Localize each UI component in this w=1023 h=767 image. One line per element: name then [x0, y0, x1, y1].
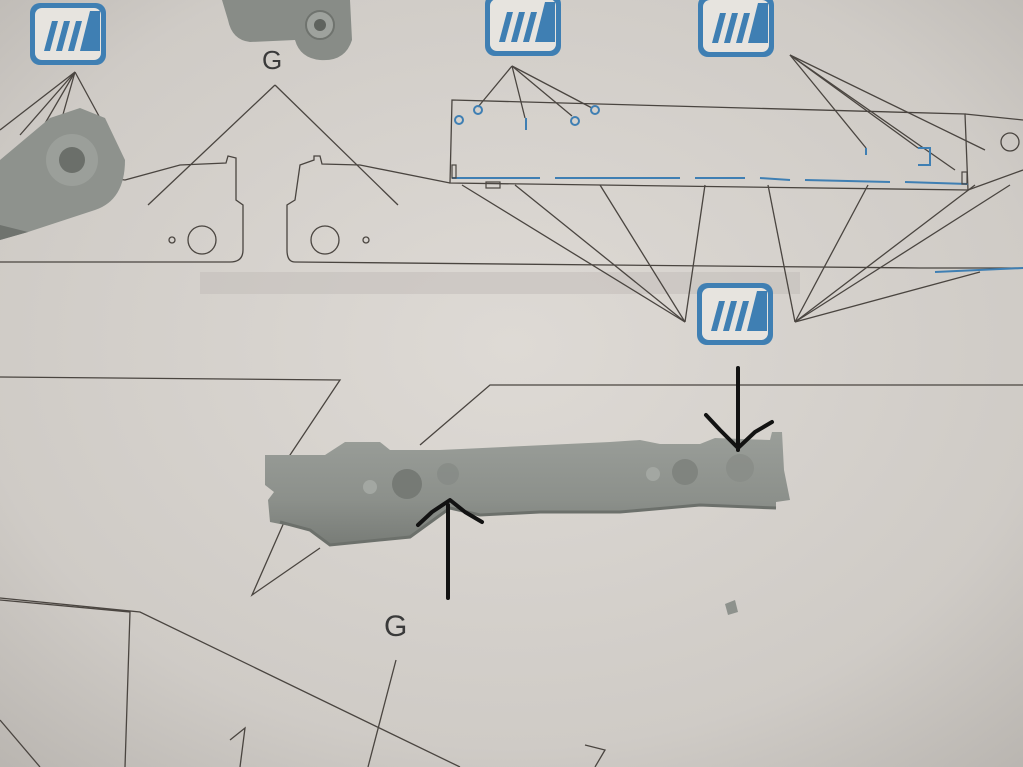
reverse-print-ghost: [200, 272, 800, 294]
paint-chip-icon: [30, 3, 106, 65]
plastic-speck: [725, 600, 738, 615]
paint-chip-icon: [698, 0, 774, 57]
plastic-part-top-fragment: [222, 0, 352, 61]
instruction-drawing-lower: [0, 376, 1023, 767]
part-letter-label-top: G: [262, 45, 282, 75]
paint-chip-icon: [485, 0, 561, 56]
plastic-part-left-fragment: [0, 108, 125, 240]
blue-detail-marks: [452, 105, 1023, 273]
instruction-drawing-upper: [0, 54, 1023, 323]
plastic-part-main: [265, 432, 790, 547]
arrow-up-marker: [416, 498, 484, 600]
arrow-down-marker: [704, 366, 774, 452]
small-rail-ticks: [451, 164, 968, 189]
paint-chip-icon: [697, 283, 773, 345]
part-letter-label-bottom: G: [384, 610, 407, 643]
